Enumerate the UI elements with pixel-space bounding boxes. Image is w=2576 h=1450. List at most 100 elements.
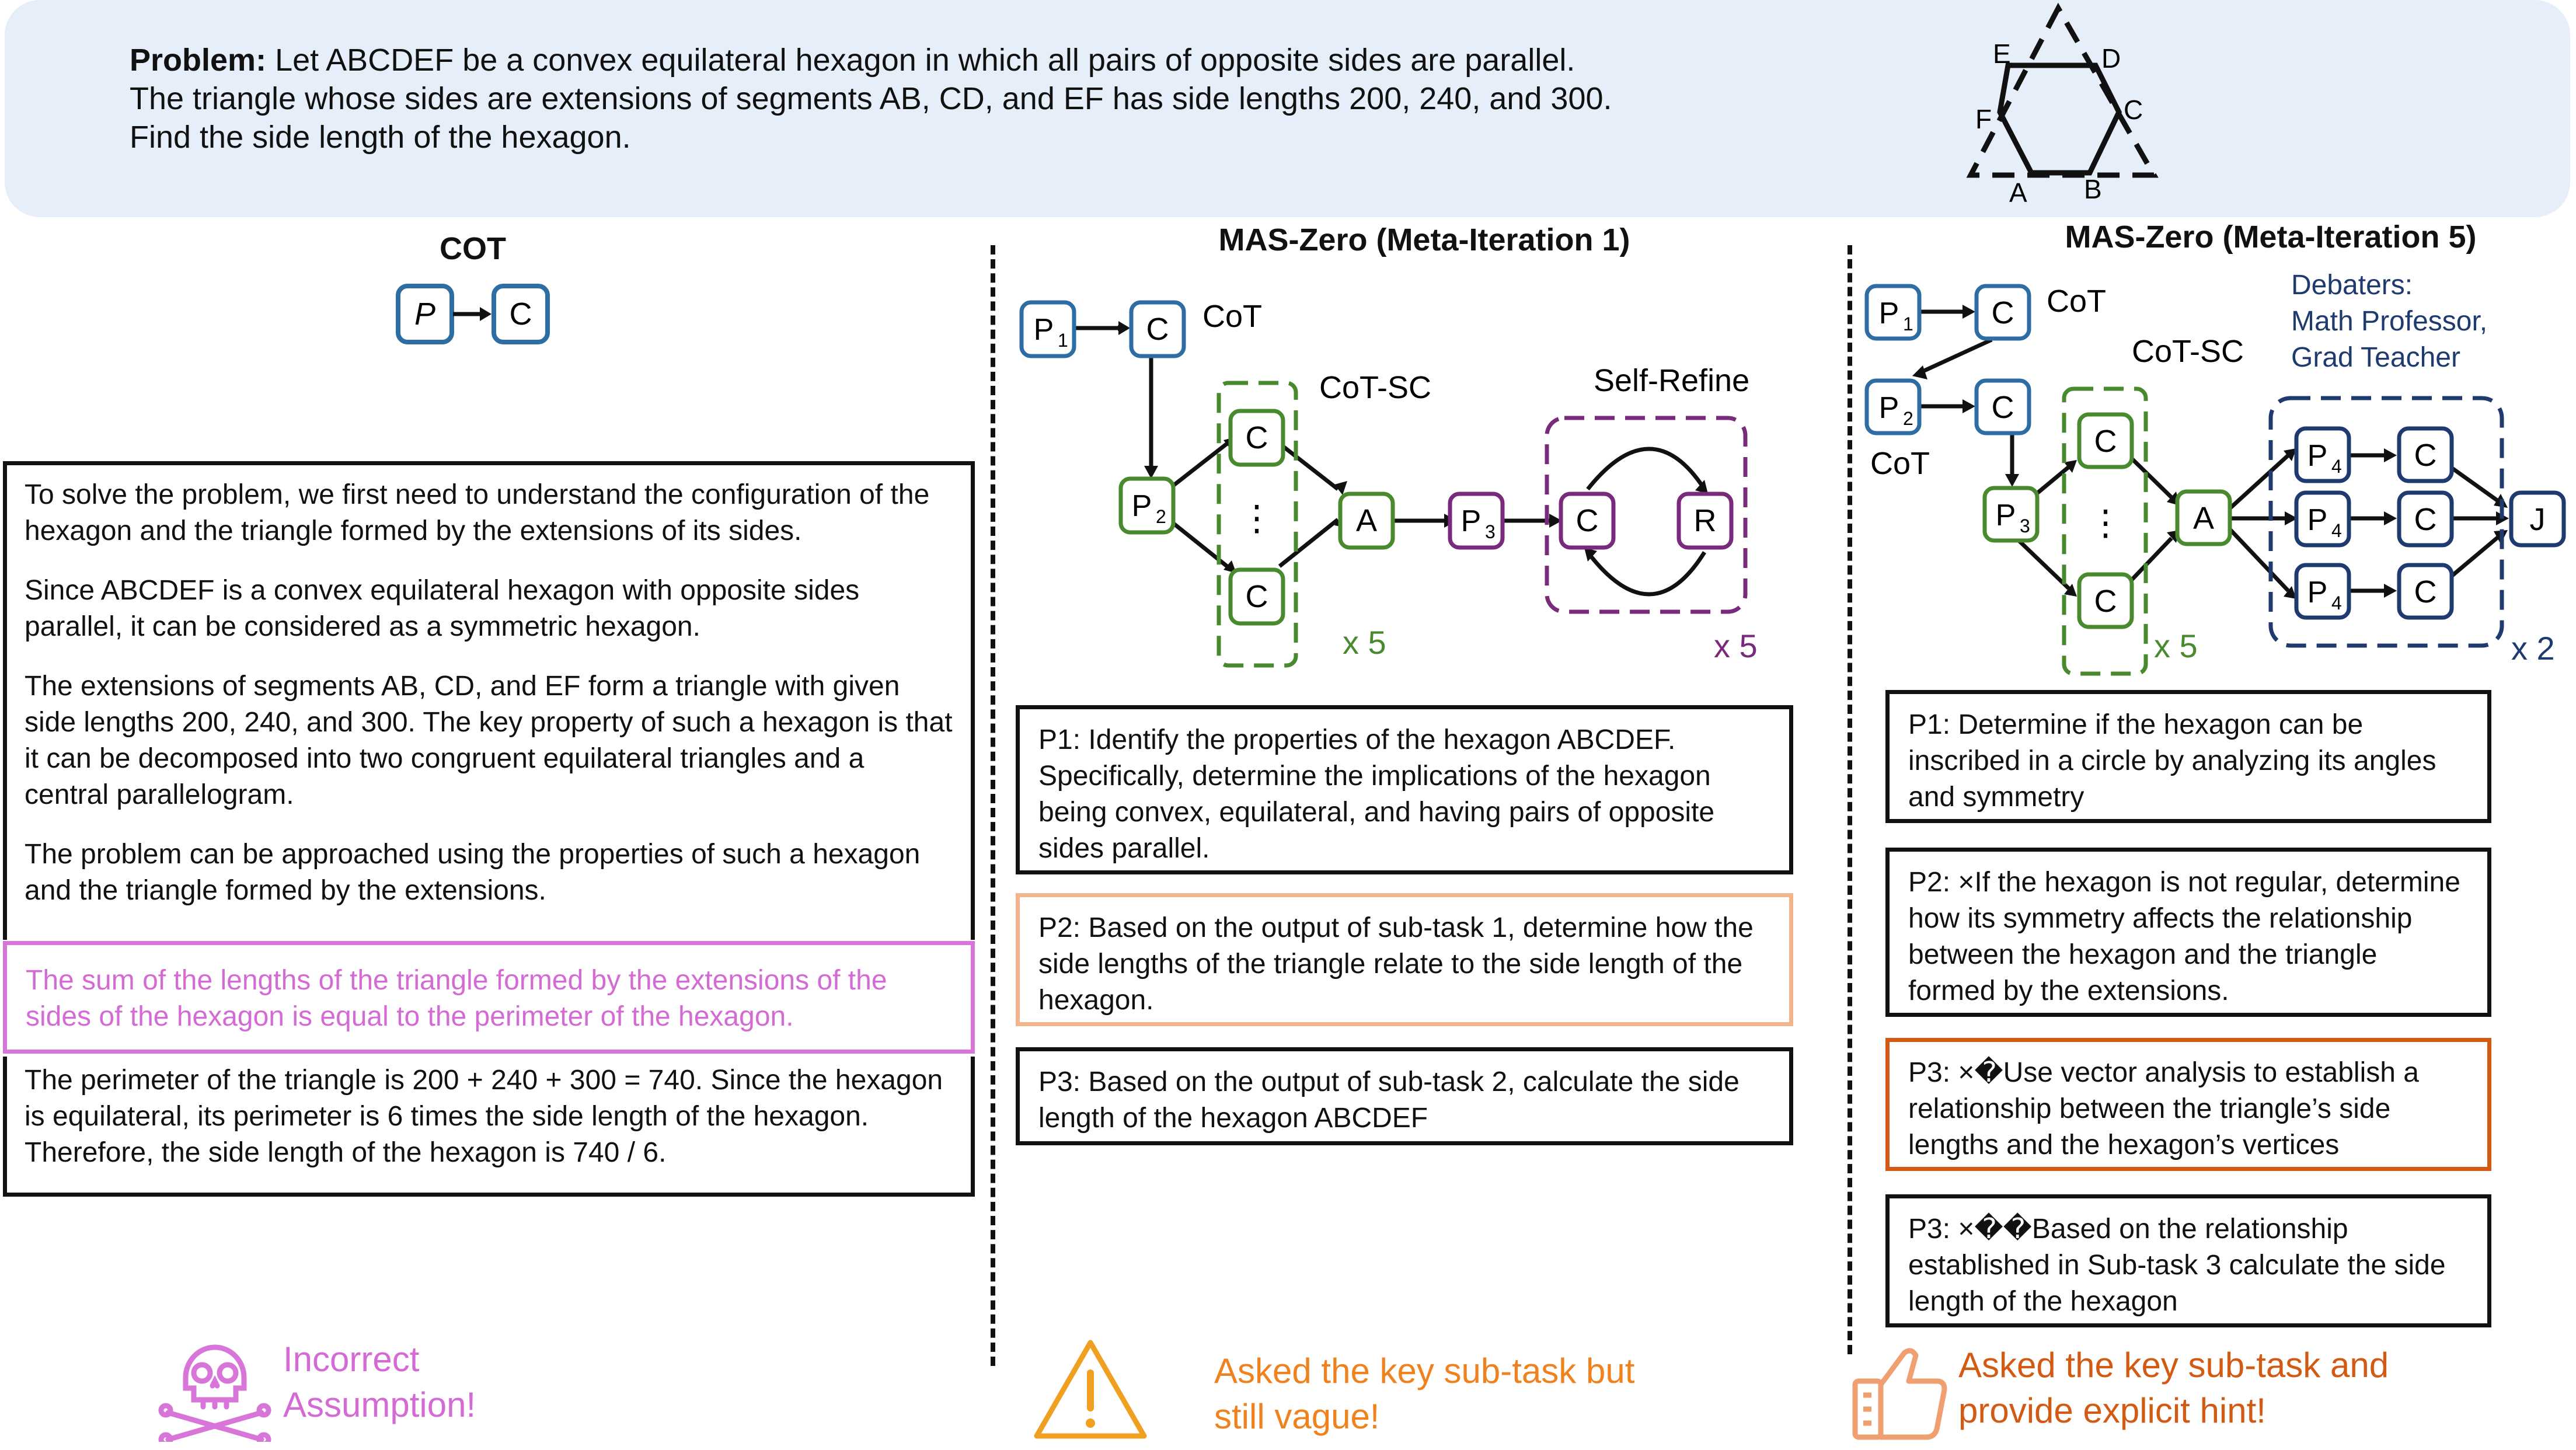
cot-node-c [492, 284, 550, 344]
mas1-node-refine-c [1559, 492, 1616, 550]
cot-incorrect-assumption-highlight: The sum of the lengths of the triangle f… [3, 941, 975, 1054]
mas1-node-a-label: A [1356, 503, 1377, 538]
mas5-debate-multiplier: x 2 [2511, 630, 2555, 667]
mas5-edge [2222, 454, 2290, 515]
mas5-node-debate-c-mid [2397, 490, 2454, 548]
mas1-subtask-2: P2: Based on the output of sub-task 1, d… [1016, 893, 1793, 1026]
mas1-refine-loop-bottom [1586, 550, 1706, 597]
cot-graph: P C [396, 284, 550, 344]
mas1-selfrefine-label: Self-Refine [1594, 363, 1749, 398]
thumbs-up-icon [1852, 1348, 1947, 1440]
mas1-cotsc-group [1216, 381, 1298, 668]
mas5-node-p2-label: P [1879, 391, 1899, 425]
column-divider-right [1848, 245, 1852, 1354]
cot-paragraph: The problem can be approached using the … [25, 839, 921, 906]
mas1-node-a [1338, 492, 1395, 550]
column-divider-left [991, 245, 995, 1366]
mas5-cotsc-multiplier: x 5 [2154, 628, 2198, 664]
cot-node-c-label: C [510, 297, 532, 332]
problem-banner [5, 0, 2570, 217]
problem-text: Let ABCDEF be a convex equilateral hexag… [130, 43, 1612, 155]
mas1-node-p3-label: P [1461, 504, 1482, 538]
mas5-node-debate-c-top-label: C [2414, 438, 2437, 473]
mas1-selfrefine-group [1545, 416, 1748, 614]
mas1-node-refine-c-label: C [1576, 503, 1599, 538]
mas1-node-cotsc-c-top-label: C [1246, 420, 1268, 455]
mas1-node-c-cot [1129, 300, 1186, 358]
vertex-label-e: E [1993, 39, 2011, 69]
mas5-cot-label-top: CoT [2047, 284, 2106, 319]
mas5-node-a [2175, 489, 2232, 546]
mas1-node-p1 [1019, 300, 1076, 358]
mas5-node-cotsc-c-bottom-label: C [2094, 584, 2117, 619]
mas1-node-cotsc-c-bottom-label: C [1246, 579, 1268, 614]
mas5-subtask-3: P3: ×�Use vector analysis to establish a… [1885, 1038, 2491, 1171]
mas5-node-cotsc-c-top [2077, 412, 2134, 469]
mas1-node-p2-sub: 2 [1156, 506, 1166, 527]
mas5-node-j [2509, 490, 2566, 548]
mas1-cotsc-dots: ⋮ [1239, 499, 1274, 538]
mas5-cot-label-bottom: CoT [1870, 446, 1930, 481]
mas5-node-p2-sub: 2 [1903, 408, 1913, 429]
mas5-node-p4-bottom-label: P [2307, 576, 2328, 609]
mas5-node-p4-top-label: P [2307, 439, 2328, 473]
mas5-node-cotsc-c-bottom [2077, 572, 2134, 629]
mas1-node-p3-sub: 3 [1485, 521, 1496, 542]
mas1-cot-label: CoT [1202, 299, 1262, 334]
mas5-node-c-mid-label: C [1992, 390, 2014, 425]
cot-conclusion-box: The perimeter of the triangle is 200 + 2… [3, 1057, 975, 1197]
mas5-subtask-4: P3: ×��Based on the relationship establi… [1885, 1194, 2491, 1327]
mas5-node-p4-mid-label: P [2307, 503, 2328, 537]
cot-node-p [396, 284, 454, 344]
mas5-node-debate-c-top [2397, 426, 2454, 483]
mas1-node-cotsc-c-bottom [1228, 567, 1285, 626]
mas5-node-p1 [1864, 284, 1922, 341]
mas1-edge [1278, 442, 1340, 491]
mas5-node-p1-label: P [1879, 297, 1899, 330]
mas5-node-p1-sub: 1 [1903, 313, 1913, 334]
mas1-graph: P 1 C CoT P 2 C ⋮ C CoT-SC x 5 A P 3 C R… [1019, 299, 1758, 668]
mas5-node-a-label: A [2193, 501, 2214, 536]
mas5-node-c-mid [1974, 378, 2031, 435]
cot-node-p-label: P [414, 297, 435, 332]
mas5-node-c-top [1974, 284, 2031, 341]
mas1-subtask-3: P3: Based on the output of sub-task 2, c… [1016, 1047, 1793, 1145]
mas1-node-c-cot-label: C [1146, 312, 1169, 347]
mas5-node-debate-c-mid-label: C [2414, 502, 2437, 537]
mas5-verdict: Asked the key sub-task and provide expli… [1958, 1346, 2389, 1430]
mas1-node-refine-r [1676, 492, 1734, 550]
mas1-refine-loop-top [1586, 447, 1706, 491]
warning-triangle-icon [1034, 1340, 1147, 1439]
mas1-selfrefine-multiplier: x 5 [1714, 628, 1758, 664]
vertex-label-b: B [2084, 174, 2102, 204]
mas1-node-p1-label: P [1034, 313, 1054, 347]
cot-paragraph: The extensions of segments AB, CD, and E… [25, 671, 953, 810]
mas5-graph: P 1 C CoT P 2 C CoT CoT-SC P 3 C ⋮ C x 5… [1864, 284, 2566, 676]
mas5-node-p3-sub: 3 [2020, 515, 2030, 536]
mas5-debaters-label: Debaters: Math Professor, Grad Teacher [2291, 270, 2488, 373]
mas1-node-p1-sub: 1 [1058, 330, 1068, 351]
cot-paragraph: Since ABCDEF is a convex equilateral hex… [25, 575, 860, 642]
vertex-label-f: F [1975, 104, 1992, 134]
mas1-cotsc-multiplier: x 5 [1343, 624, 1386, 661]
mas5-subtask-1: P1: Determine if the hexagon can be insc… [1885, 690, 2491, 823]
mas5-node-p4-top [2294, 426, 2351, 483]
mas5-subtask-2: P2: ×If the hexagon is not regular, dete… [1885, 848, 2491, 1017]
mas5-cotsc-group [2062, 386, 2148, 676]
extension-triangle [1966, 2, 2159, 178]
mas1-node-cotsc-c-top [1228, 409, 1285, 467]
mas5-node-p4-bottom-sub: 4 [2331, 592, 2342, 614]
mas5-node-p4-mid-sub: 4 [2331, 520, 2342, 541]
cot-arrowhead [480, 307, 492, 321]
cot-response-box: To solve the problem, we first need to u… [3, 461, 975, 940]
mas5-edge [2222, 521, 2290, 592]
mas5-node-p4-top-sub: 4 [2331, 456, 2342, 477]
mas5-edge [2012, 534, 2070, 590]
mas1-node-p3 [1448, 492, 1505, 550]
mas5-node-p3 [1982, 486, 2040, 543]
mas5-node-p4-bottom [2294, 563, 2351, 620]
mas1-title: MAS-Zero (Meta-Iteration 1) [1218, 222, 1630, 257]
mas5-node-cotsc-c-top-label: C [2094, 424, 2117, 459]
mas1-cotsc-label: CoT-SC [1319, 370, 1431, 405]
mas5-node-debate-c-bottom [2397, 563, 2454, 620]
